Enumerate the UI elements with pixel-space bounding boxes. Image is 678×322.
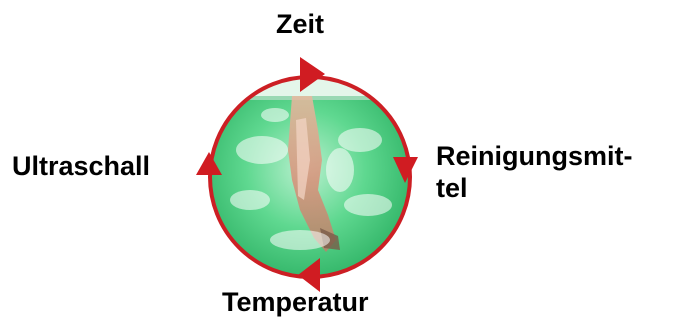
label-reinigungsmittel-line1: Reinigungsmit- bbox=[436, 140, 633, 172]
label-reinigungsmittel-line2: tel bbox=[436, 172, 468, 204]
label-temperatur: Temperatur bbox=[222, 286, 369, 318]
label-ultraschall: Ultraschall bbox=[12, 150, 150, 182]
photo-background bbox=[200, 70, 420, 290]
label-zeit: Zeit bbox=[276, 8, 324, 40]
